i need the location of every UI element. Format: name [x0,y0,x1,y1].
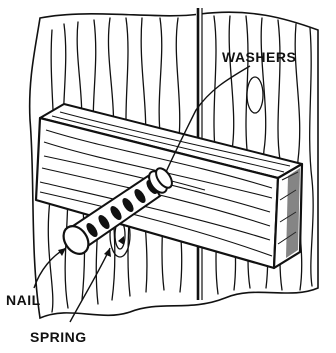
washers-label: WASHERS [222,49,296,65]
spring-leader [70,248,110,322]
spring-label: SPRING [30,329,87,345]
nail-label: NAIL [6,292,41,308]
